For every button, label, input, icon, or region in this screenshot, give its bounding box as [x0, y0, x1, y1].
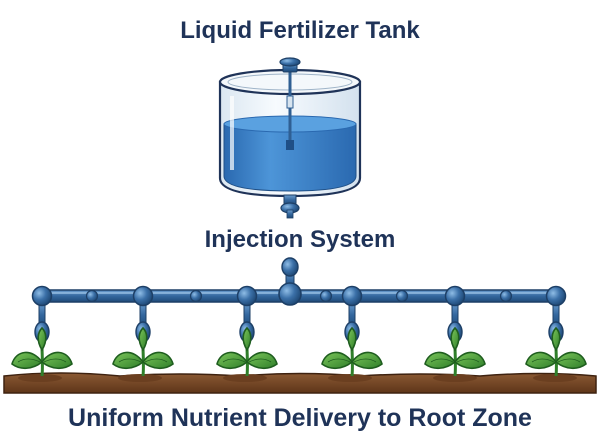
- fertilizer-tank-icon: [218, 57, 362, 219]
- pipe-valve-icon: [278, 257, 302, 306]
- soil-bed: [3, 372, 597, 394]
- delivery-title: Uniform Nutrient Delivery to Root Zone: [68, 404, 532, 432]
- injection-title: Injection System: [204, 226, 396, 253]
- tank-title: Liquid Fertilizer Tank: [180, 17, 420, 44]
- seedling-icon: [10, 326, 588, 378]
